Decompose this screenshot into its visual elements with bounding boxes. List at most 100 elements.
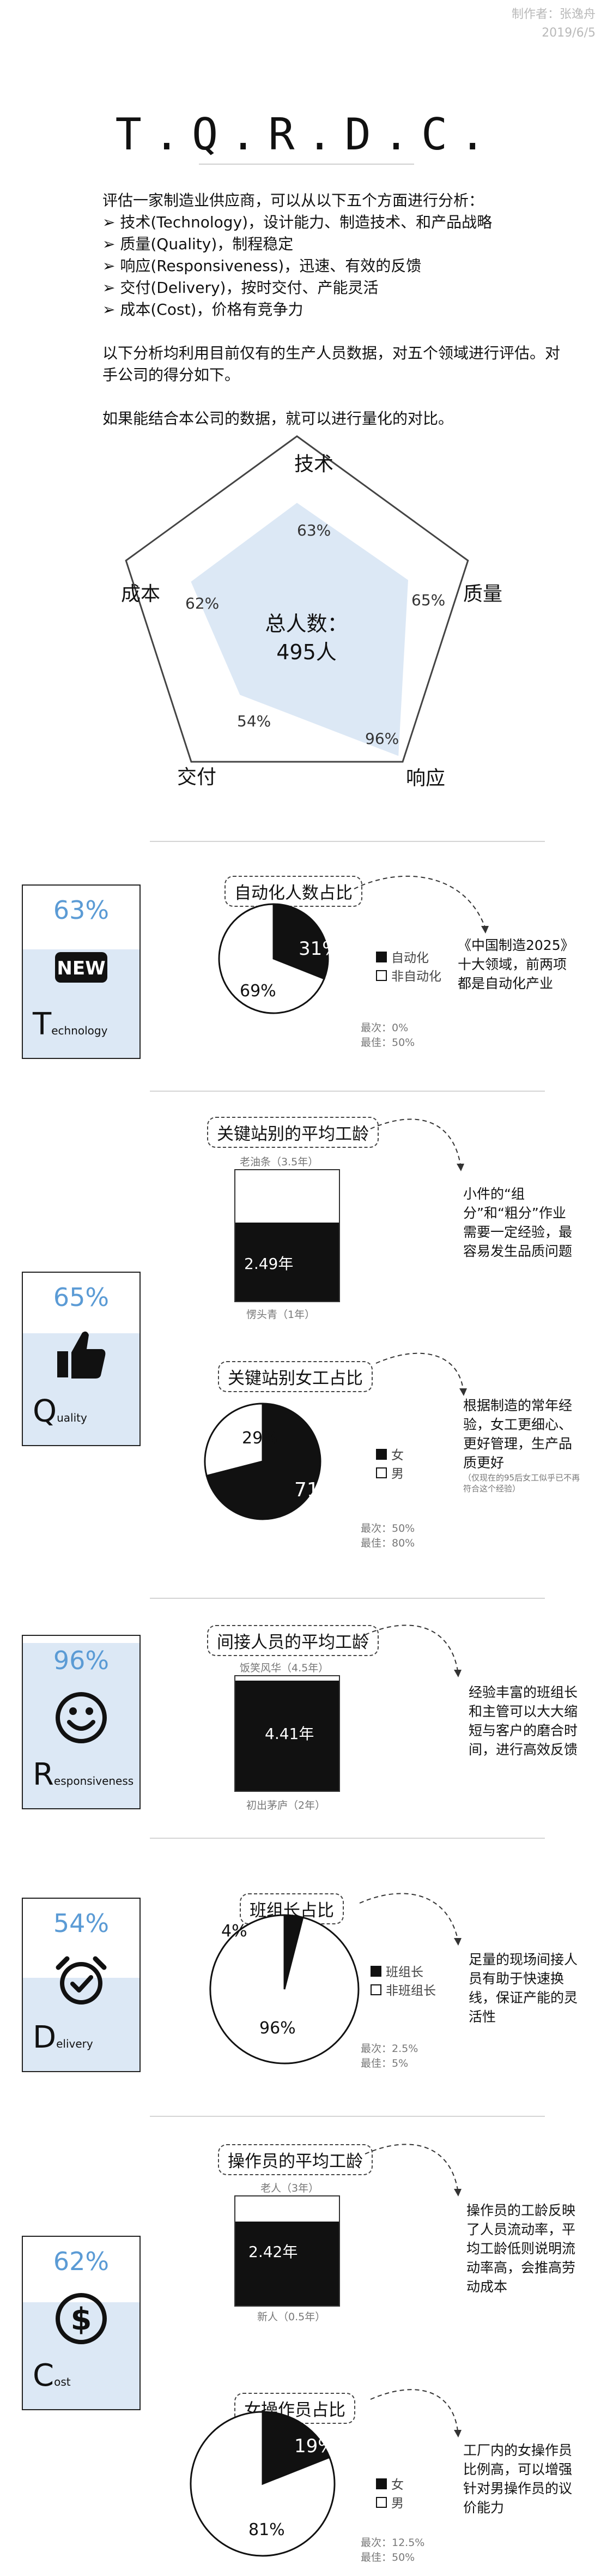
card-title: Cost [33,2361,71,2397]
score-percent: 62% [53,2247,110,2276]
card-word: uality [57,1411,87,1424]
stat-best: 最佳：5% [361,2057,409,2069]
tenure-value: 4.41年 [265,1725,314,1743]
legend-item: 自动化 [376,949,441,967]
callout-arrow [370,1118,464,1171]
tenure-value: 2.49年 [244,1255,294,1273]
card-word: echnology [51,1024,108,1037]
delivery-card: 54% Delivery [22,1898,141,2072]
pie-label-leader: 4% [221,1922,247,1941]
tenure-bar-fill [235,2222,339,2306]
tenure-axis-max: 老油条（3.5年） [240,1156,319,1168]
pie-label-female: 19% [294,2435,336,2457]
legend-swatch-empty [376,2497,387,2508]
section-divider [150,2116,545,2117]
callout-arrow [354,875,489,934]
pie-slices [218,903,329,1014]
stat-best: 最佳：80% [361,1537,415,1549]
legend-item: 男 [376,1465,404,1483]
pie-slices [190,2411,336,2557]
callout-arrow [370,2389,462,2437]
tenure-axis-min: 愣头青（1年） [246,1309,315,1321]
pie-stats: 最次：12.5% 最佳：50% [361,2536,424,2565]
responsiveness-note: 经验丰富的班组长和主管可以大大缩短与客户的磨合时间，进行高效反馈 [469,1684,578,1758]
score-fill [23,1978,139,2071]
stat-worst: 最次：2.5% [361,2043,418,2055]
tenure-bar-fill [235,1681,339,1791]
legend-item: 男 [376,2494,404,2513]
female-operator-slice-1 [190,2411,336,2557]
automation-slice-1 [218,903,325,1014]
cost-note-tenure: 操作员的工龄反映了人员流动率，平均工龄低则说明流动率高，会推高劳动成本 [466,2202,576,2295]
callout-arrow [359,1893,462,1946]
female-slice-1 [204,1403,264,1477]
note-text: 根据制造的常年经验，女工更细心、更好管理，生产品质更好 [463,1398,573,1471]
legend-swatch-empty [376,970,387,981]
section-divider [150,841,545,842]
radar-center-total: 总人数： 495人 [0,610,613,666]
pie-label-female: 71% [294,1479,338,1501]
score-percent: 96% [53,1646,110,1675]
score-fill [23,1642,139,1808]
pie-legend: 自动化 非自动化 [376,949,441,986]
score-percent: 63% [53,895,110,925]
title-divider [199,164,414,165]
card-word: elivery [56,2037,93,2050]
tenure-axis-min: 初出茅庐（2年） [246,1799,326,1811]
quality-note-tenure: 小件的“组分”和“粗分”作业需要一定经验，最容易发生品质问题 [463,1186,573,1259]
card-initial: D [33,2020,57,2055]
section-divider [150,1091,545,1092]
intro-bullet: 成本(Cost)，价格有竞争力 [102,299,566,321]
intro-bullet: 交付(Delivery)，按时交付、产能灵活 [102,277,566,299]
pie-stats: 最次：0% 最佳：50% [361,1021,415,1050]
cost-card: 62% $ Cost [22,2236,141,2410]
radar-label-cost: 成本 [121,583,161,605]
legend-item: 女 [376,2476,404,2494]
team-leader-slice-1 [209,1914,360,2065]
radar-chart [125,435,469,763]
card-word: esponsiveness [53,1774,134,1787]
legend-swatch-empty [376,1467,387,1478]
radar-value-responsiveness: 96% [365,730,399,748]
technology-note: 《中国制造2025》十大领域，前两项都是自动化产业 [458,937,568,991]
operator-tenure-label: 操作员的平均工龄 [218,2144,373,2175]
radar-value-technology: 63% [297,521,331,539]
thumbs-up-icon [57,1331,106,1379]
legend-item: 女 [376,1446,404,1465]
tenure-bar: 4.41年 [234,1675,340,1792]
radar-value-quality: 65% [411,591,446,609]
total-label: 总人数： [265,612,348,636]
indirect-tenure-label: 间接人员的平均工龄 [207,1625,379,1656]
pie-label-non-leader: 96% [259,2019,296,2038]
intro-paragraph: 如果能结合本公司的数据，就可以进行量化的对比。 [102,410,454,428]
pie-label-male: 29% [242,1429,278,1448]
legend-swatch-filled [376,2478,387,2489]
section-divider [150,1838,545,1839]
callout-arrow [365,2144,462,2196]
delivery-note: 足量的现场间接人员有助于快速换线，保证产能的灵活性 [469,1952,578,2025]
pie-label-manual: 69% [240,982,276,1001]
tenure-bar: 2.42年 [234,2195,340,2307]
female-ratio-pie-chart [204,1403,321,1520]
score-fill [23,2302,139,2409]
female-operator-slice-0 [262,2411,331,2485]
callout-arrow [375,1352,467,1396]
date-label: 2019/6/5 [542,26,596,40]
intro-block: 评估一家制造业供应商，可以从以下五个方面进行分析： 技术(Technology)… [102,190,566,430]
legend-swatch-filled [371,1966,381,1977]
radar-outline [125,435,469,763]
stat-best: 最佳：50% [361,1037,415,1049]
legend-swatch-empty [371,1984,381,1995]
pie-legend: 女 男 [376,2476,404,2513]
tenure-axis-min: 新人（0.5年） [257,2311,326,2323]
card-title: Responsiveness [33,1760,133,1796]
legend-swatch-filled [376,1449,387,1460]
callout-arrow [365,1624,462,1677]
responsiveness-card: 96% Responsiveness [22,1635,141,1809]
tenure-bar-fill [235,1223,339,1301]
female-operator-pie-chart [190,2411,336,2557]
tenure-axis-max: 饭笑风华（4.5年） [240,1662,329,1674]
stat-worst: 最次：12.5% [361,2537,425,2549]
smiley-icon [56,1692,107,1743]
radar-label-quality: 质量 [463,583,503,605]
